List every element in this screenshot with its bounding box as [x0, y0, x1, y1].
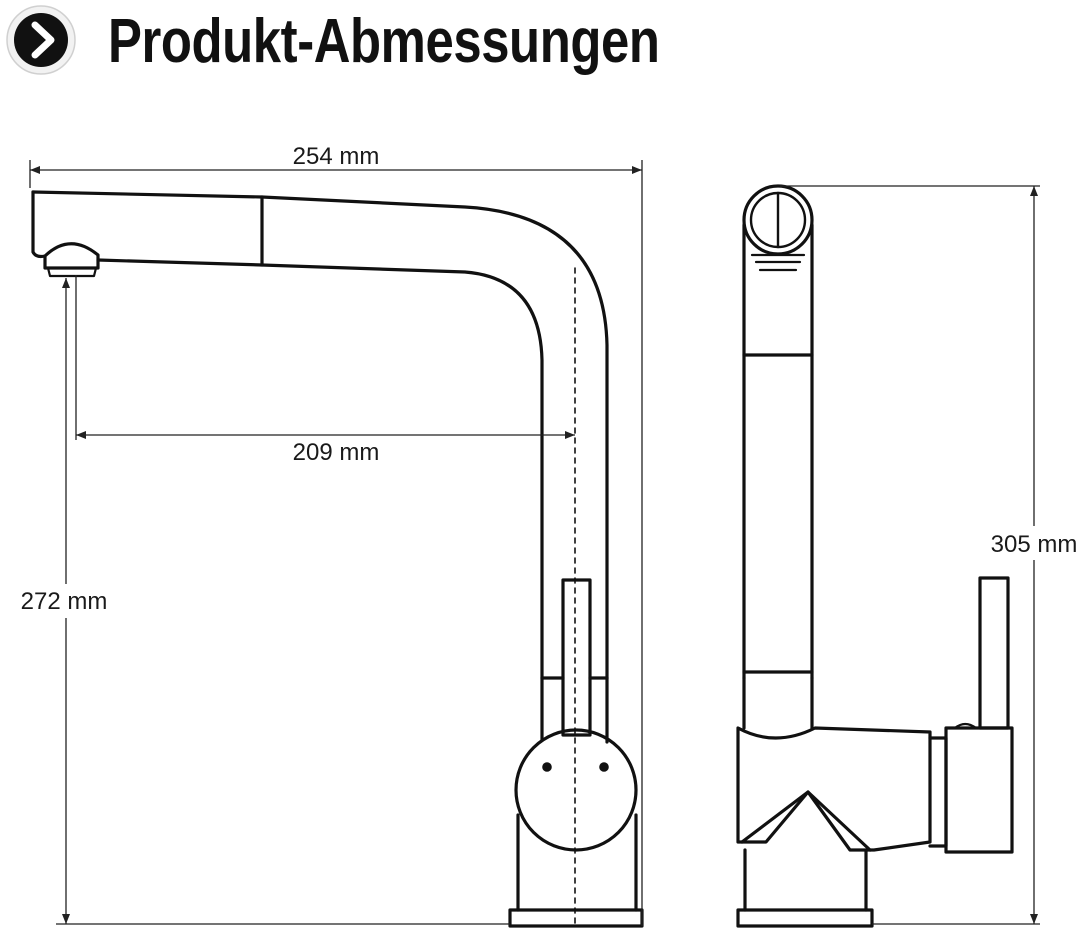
dimension-254-label: 254 mm — [293, 143, 380, 170]
dimension-272-label: 272 mm — [21, 588, 108, 615]
dimension-272-line — [56, 278, 510, 925]
dimension-209-line — [75, 275, 575, 440]
dimension-254-line — [29, 160, 643, 926]
faucet-front-view — [31, 190, 644, 928]
page-title: Produkt-Abmessungen — [108, 7, 660, 76]
dimension-209-label: 209 mm — [293, 439, 380, 466]
header: Produkt-Abmessungen — [0, 0, 1080, 90]
faucet-side-view — [736, 184, 1014, 928]
chevron-right-icon — [6, 5, 76, 75]
dimension-305-label: 305 mm — [991, 531, 1078, 558]
